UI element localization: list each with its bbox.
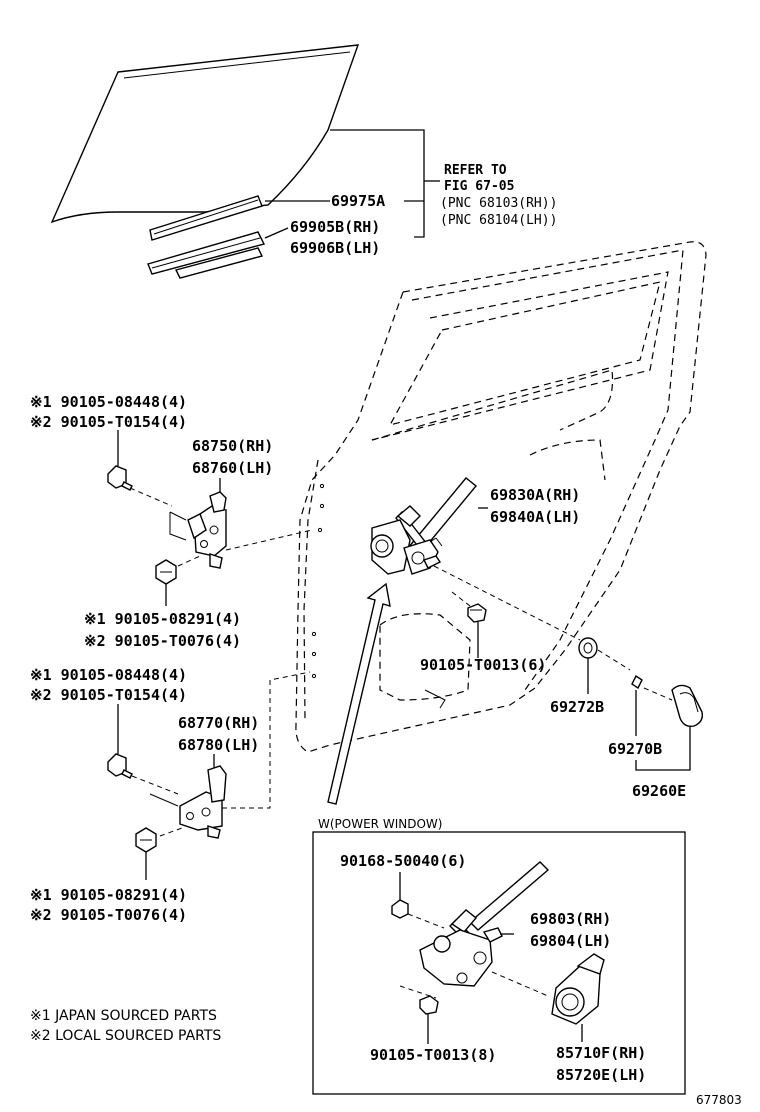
label-upper-bolt-bottom-2: ※2 90105-T0076(4) [84,632,241,650]
label-pw-regulator-lh: 69804(LH) [530,932,611,950]
label-regulator-rh: 69830A(RH) [490,486,580,504]
label-glass-run: 69975A [331,192,385,210]
window-crank-handle[interactable] [671,684,704,728]
label-regulator-bolt: 90105-T0013(6) [420,656,546,674]
power-window-box [312,831,686,1095]
lower-door-hinge[interactable] [179,765,227,839]
power-window-regulator[interactable] [419,861,550,987]
label-lower-bolt-bottom-2: ※2 90105-T0076(4) [30,906,187,924]
label-pw-motor-lh: 85720E(LH) [556,1066,646,1084]
door-panel[interactable] [295,241,707,753]
label-handle-set: 69260E [632,782,686,800]
legend-japan-sourced: ※1 JAPAN SOURCED PARTS [30,1008,217,1024]
power-window-motor[interactable] [551,953,605,1025]
label-pw-regulator-rh: 69803(RH) [530,910,611,928]
label-lower-bolt-top-2: ※2 90105-T0154(4) [30,686,187,704]
label-lower-hinge-rh: 68770(RH) [178,714,259,732]
legend-local-sourced: ※2 LOCAL SOURCED PARTS [30,1028,221,1044]
handle-spacer[interactable] [578,637,598,659]
label-regulator-lh: 69840A(LH) [490,508,580,526]
label-grommet: 69272B [550,698,604,716]
label-upper-bolt-top-2: ※2 90105-T0154(4) [30,413,187,431]
label-lower-bolt-top-1: ※1 90105-08448(4) [30,666,187,684]
handle-clip[interactable] [631,674,643,690]
label-pw-motor-rh: 85710F(RH) [556,1044,646,1062]
door-glass[interactable] [50,44,360,224]
refer-to-line2: FIG 67-05 [444,179,514,194]
power-window-title: W(POWER WINDOW) [318,817,442,831]
upper-door-hinge[interactable] [187,491,227,569]
pw-regulator-screw[interactable] [391,899,409,919]
refer-to-line1: REFER TO [444,163,507,178]
power-window-arrow [327,582,391,805]
label-handle: 69270B [608,740,662,758]
label-upper-hinge-rh: 68750(RH) [192,437,273,455]
label-lower-bolt-bottom-1: ※1 90105-08291(4) [30,886,187,904]
label-lower-hinge-lh: 68780(LH) [178,736,259,754]
label-weatherstrip-lh: 69906B(LH) [290,239,380,257]
upper-hinge-bolt-bottom[interactable] [155,559,177,585]
lower-hinge-bolt-top[interactable] [107,753,133,779]
glass-run-strip[interactable] [149,195,263,241]
upper-hinge-bolt-top[interactable] [107,465,133,491]
refer-to-line3: (PNC 68103(RH)) [440,196,557,211]
label-pw-screw: 90168-50040(6) [340,852,466,870]
figure-number: 677803 [696,1093,742,1107]
label-upper-bolt-bottom-1: ※1 90105-08291(4) [84,610,241,628]
lower-hinge-bolt-bottom[interactable] [135,827,157,853]
label-upper-hinge-lh: 68760(LH) [192,459,273,477]
belt-weatherstrip[interactable] [147,231,266,279]
label-weatherstrip-rh: 69905B(RH) [290,218,380,236]
refer-to-line4: (PNC 68104(LH)) [440,213,557,228]
regulator-bolt[interactable] [467,603,487,623]
label-upper-bolt-top-1: ※1 90105-08448(4) [30,393,187,411]
pw-regulator-bolt[interactable] [419,995,439,1015]
label-pw-bolt: 90105-T0013(8) [370,1046,496,1064]
window-regulator[interactable] [370,477,477,575]
